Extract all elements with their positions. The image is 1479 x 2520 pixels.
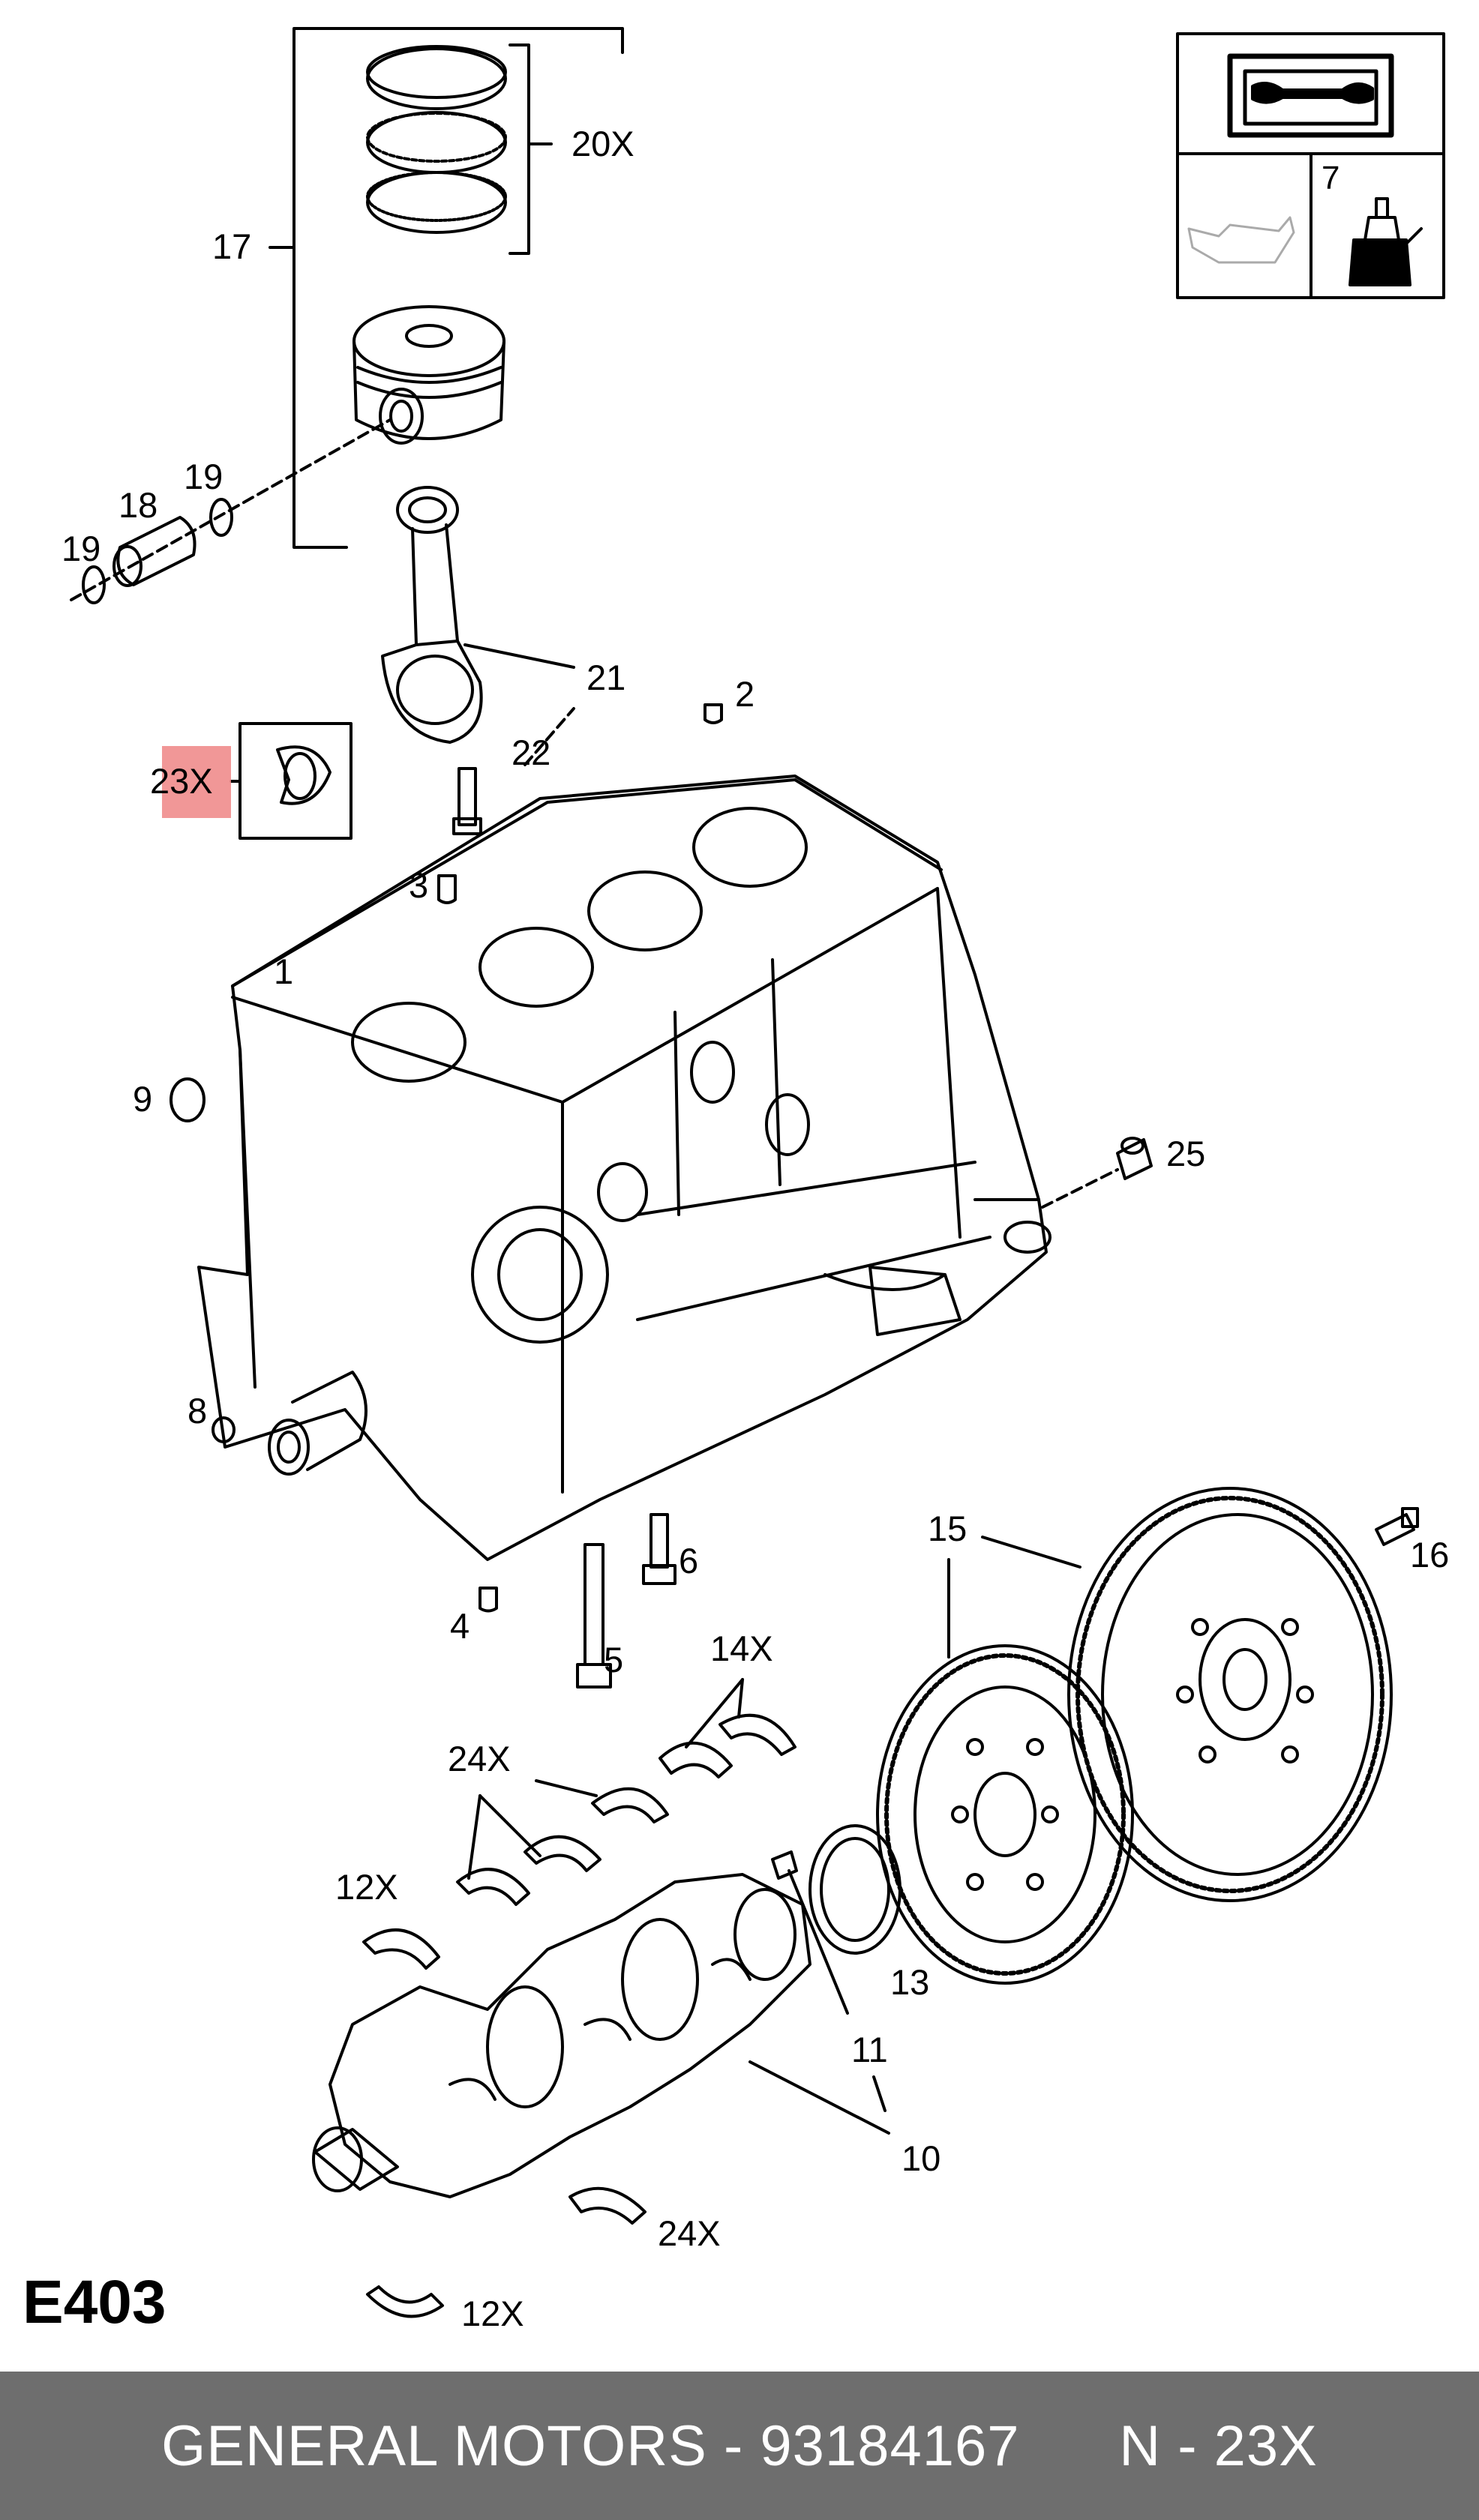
callout-20x: 20X: [572, 124, 634, 163]
callout-17: 17: [212, 226, 252, 266]
circlip-left: [82, 565, 106, 604]
footer-part-info: GENERAL MOTORS - 93184167 N - 23X: [161, 2414, 1318, 2478]
dowel-3: [437, 874, 457, 904]
callout-12x-upper: 12X: [335, 1867, 398, 1907]
footer-bar: GENERAL MOTORS - 93184167 N - 23X: [0, 2372, 1479, 2520]
highlight-23x: [162, 746, 231, 818]
dowel-2: [704, 703, 723, 724]
callout-3: 3: [409, 865, 429, 905]
callout-18: 18: [118, 485, 158, 525]
engine-block-exploded-diagram: 7: [70, 27, 1445, 2318]
callout-24x-upper: 24X: [448, 1739, 511, 1778]
callout-5: 5: [604, 1640, 624, 1680]
engine-block: [197, 775, 1052, 1561]
piston-group-bracket: [268, 27, 624, 549]
bearing-shell-lower-12x: [366, 2285, 444, 2318]
callout-1: 1: [274, 951, 294, 991]
callout-10: 10: [902, 2138, 941, 2178]
plug-9: [170, 1077, 206, 1122]
callout-11: 11: [851, 2030, 888, 2069]
circlip-right: [209, 498, 233, 537]
long-bolt-5: [576, 1543, 612, 1688]
sealant-bottle-icon: [1348, 197, 1423, 286]
manual-wrench-icon: [1227, 53, 1394, 138]
piston: [352, 305, 506, 445]
flywheel: [1067, 1487, 1393, 1902]
callout-14x: 14X: [710, 1629, 773, 1668]
sleeve-25: [1116, 1137, 1153, 1180]
callout-15: 15: [928, 1509, 968, 1548]
flexplate: [876, 1644, 1134, 1985]
callout-25: 25: [1166, 1134, 1206, 1173]
crankshaft: [312, 1873, 890, 2198]
bearing-shells-upper: [362, 1713, 796, 1970]
callout-21: 21: [586, 658, 626, 697]
callout-23x: 23X: [150, 761, 213, 801]
callout-7: 7: [1322, 160, 1340, 196]
rear-seal-block: [268, 1371, 368, 1476]
pin-11: [771, 1850, 849, 2015]
bearing-shell-box: [238, 722, 352, 840]
callout-16: 16: [1410, 1535, 1450, 1575]
diagram-code: E403: [22, 2268, 166, 2336]
callout-4: 4: [450, 1606, 470, 1646]
flywheel-bolt-16: [1375, 1507, 1419, 1546]
connecting-rod: [381, 486, 575, 744]
callout-12x-lower: 12X: [461, 2294, 524, 2333]
callout-9: 9: [133, 1079, 153, 1119]
callout-13: 13: [890, 1962, 930, 2002]
bearing-shell-lower-24x: [568, 2186, 646, 2225]
callout-24x-lower: 24X: [658, 2213, 721, 2253]
rod-bearing-shell: [276, 745, 332, 805]
piston-rings: [366, 43, 553, 255]
rod-bolt: [452, 767, 482, 835]
plug-8: [212, 1416, 236, 1443]
oil-can-icon: [1187, 216, 1295, 264]
callout-22: 22: [512, 733, 551, 772]
callout-19-right: 19: [184, 457, 224, 496]
wrist-pin: [112, 516, 196, 587]
bolt-6: [642, 1513, 676, 1585]
callout-19-left: 19: [62, 529, 101, 568]
service-icon-box: [1176, 32, 1445, 299]
dowel-4: [478, 1587, 498, 1613]
callout-8: 8: [188, 1391, 208, 1431]
callout-2: 2: [735, 674, 755, 714]
callout-6: 6: [679, 1541, 699, 1581]
